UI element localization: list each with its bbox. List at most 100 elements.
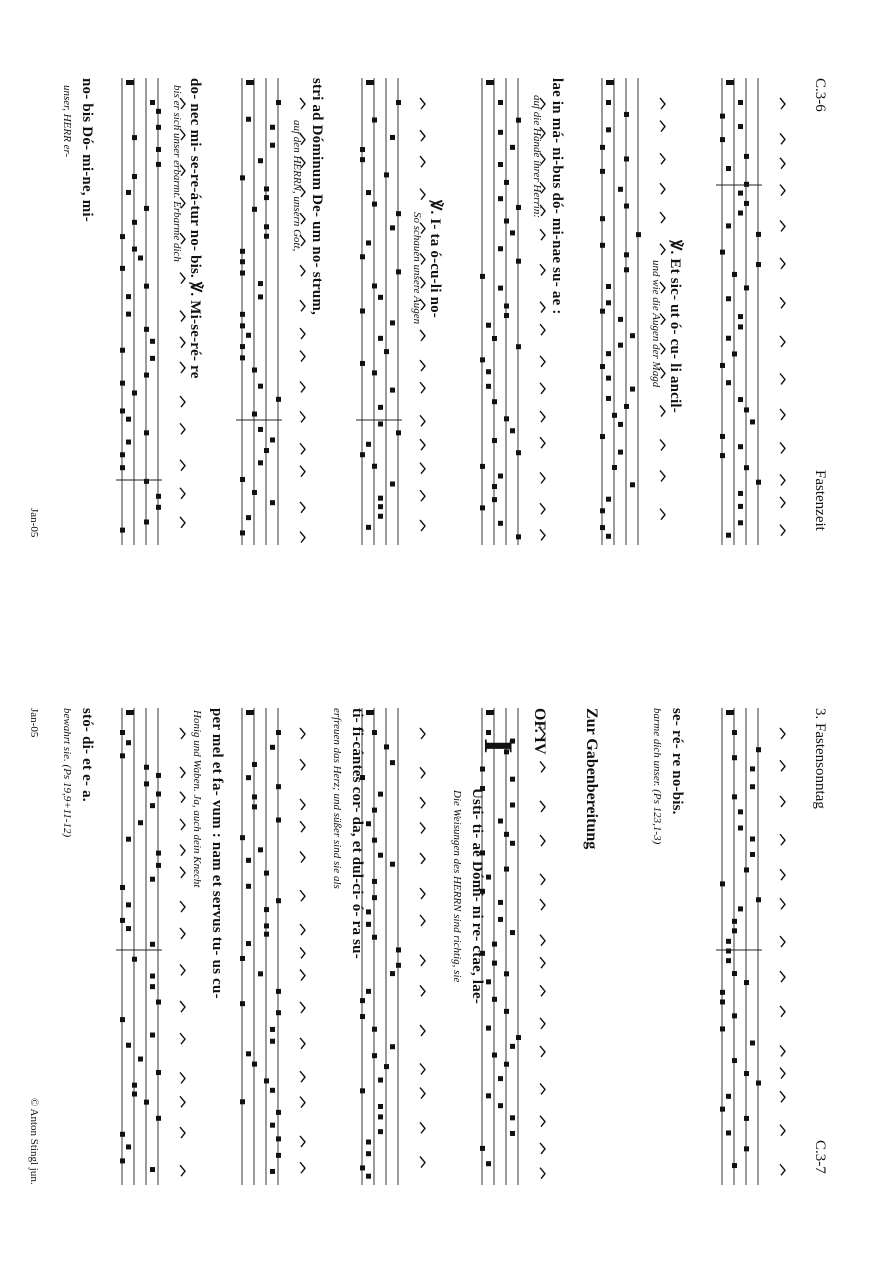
square-note bbox=[744, 980, 749, 986]
neume-sign bbox=[539, 263, 546, 276]
square-note bbox=[480, 786, 485, 792]
clef-mark bbox=[126, 710, 134, 715]
square-note bbox=[366, 240, 371, 246]
square-note bbox=[132, 1082, 137, 1088]
neume-sign bbox=[179, 196, 186, 209]
right-translation-line-5: bewahrt sie. (Ps 19,9+11-12) bbox=[61, 708, 73, 838]
square-note bbox=[504, 303, 509, 309]
square-note bbox=[732, 928, 737, 934]
neume-sign bbox=[299, 727, 306, 740]
square-note bbox=[156, 493, 161, 499]
neume-sign bbox=[179, 927, 186, 940]
neume-sign bbox=[299, 381, 306, 393]
neume-sign bbox=[779, 1124, 786, 1137]
square-note bbox=[372, 730, 377, 735]
neume-sign bbox=[779, 897, 786, 910]
left-translation-line-6: unser, HERR er- bbox=[61, 85, 73, 158]
square-note bbox=[486, 1093, 491, 1099]
square-note bbox=[492, 438, 497, 444]
square-note bbox=[738, 503, 743, 509]
square-note bbox=[480, 950, 485, 956]
section-heading: Zur Gabenbereitung bbox=[583, 708, 600, 850]
neume-sign bbox=[779, 219, 786, 232]
square-note bbox=[486, 1025, 491, 1031]
square-note bbox=[606, 395, 611, 401]
square-note bbox=[276, 396, 281, 402]
clef-mark bbox=[726, 710, 734, 715]
square-note bbox=[240, 323, 245, 329]
square-note bbox=[378, 504, 383, 510]
neume-sign bbox=[539, 1017, 546, 1030]
neume-sign bbox=[539, 301, 546, 314]
square-note bbox=[510, 230, 515, 236]
square-note bbox=[624, 156, 629, 162]
left-footer-date: Jan-05 bbox=[28, 508, 40, 538]
neume-sign bbox=[539, 323, 546, 336]
square-note bbox=[276, 1136, 281, 1142]
square-note bbox=[636, 232, 641, 238]
neume-sign bbox=[659, 243, 666, 256]
neume-sign bbox=[419, 887, 426, 900]
right-footer-date: Jan-05 bbox=[28, 708, 40, 738]
square-note bbox=[726, 958, 731, 964]
square-note bbox=[384, 349, 389, 355]
neume-sign bbox=[299, 923, 306, 936]
square-note bbox=[510, 840, 515, 846]
neume-sign bbox=[179, 844, 186, 857]
neume-sign bbox=[419, 438, 426, 451]
square-note bbox=[126, 416, 131, 422]
square-note bbox=[384, 1064, 389, 1070]
square-note bbox=[396, 962, 401, 968]
square-note bbox=[720, 249, 725, 255]
square-note bbox=[600, 144, 605, 150]
square-note bbox=[510, 738, 515, 744]
square-note bbox=[366, 1173, 371, 1179]
neume-sign bbox=[539, 898, 546, 911]
square-note bbox=[240, 476, 245, 482]
square-note bbox=[126, 189, 131, 195]
square-note bbox=[372, 934, 377, 940]
neume-sign bbox=[539, 502, 546, 515]
square-note bbox=[510, 428, 515, 434]
square-note bbox=[600, 308, 605, 314]
square-note bbox=[252, 489, 257, 495]
clef-mark bbox=[486, 710, 494, 715]
right-translation-line-1: barme dich unser. (Ps 123,1-3) bbox=[651, 708, 663, 845]
right-lyric-line-5: stó- di- et e- a. bbox=[79, 708, 95, 802]
clef-mark bbox=[606, 80, 614, 85]
square-note bbox=[498, 473, 503, 479]
square-note bbox=[150, 338, 155, 344]
square-note bbox=[732, 971, 737, 977]
square-note bbox=[120, 465, 125, 471]
square-note bbox=[744, 867, 749, 873]
square-note bbox=[120, 452, 125, 458]
square-note bbox=[630, 386, 635, 392]
neume-sign bbox=[419, 796, 426, 809]
square-note bbox=[120, 753, 125, 759]
square-note bbox=[366, 1151, 371, 1157]
square-note bbox=[738, 100, 743, 105]
square-note bbox=[360, 147, 365, 153]
square-note bbox=[246, 1051, 251, 1057]
left-page-code: C.3-6 bbox=[812, 78, 828, 112]
neume-sign bbox=[179, 1095, 186, 1108]
square-note bbox=[720, 113, 725, 119]
square-note bbox=[156, 124, 161, 130]
left-lyric-line-1: ℣. Et sic- ut ó- cu- li ancil- bbox=[667, 240, 683, 413]
square-note bbox=[720, 362, 725, 368]
neume-sign bbox=[419, 188, 426, 201]
neume-sign bbox=[539, 152, 546, 165]
neume-sign bbox=[659, 120, 666, 132]
right-lyric-line-2: Usti- ti- ae Dómi- ni re- ctae, lae- bbox=[469, 788, 485, 1005]
square-note bbox=[510, 776, 515, 782]
square-note bbox=[120, 234, 125, 240]
square-note bbox=[120, 380, 125, 386]
clef-mark bbox=[366, 80, 374, 85]
square-note bbox=[144, 764, 149, 770]
square-note bbox=[738, 906, 743, 912]
neume-sign bbox=[179, 395, 186, 408]
neume-sign bbox=[419, 155, 426, 168]
square-note bbox=[132, 956, 137, 962]
square-note bbox=[720, 137, 725, 143]
square-note bbox=[480, 463, 485, 469]
